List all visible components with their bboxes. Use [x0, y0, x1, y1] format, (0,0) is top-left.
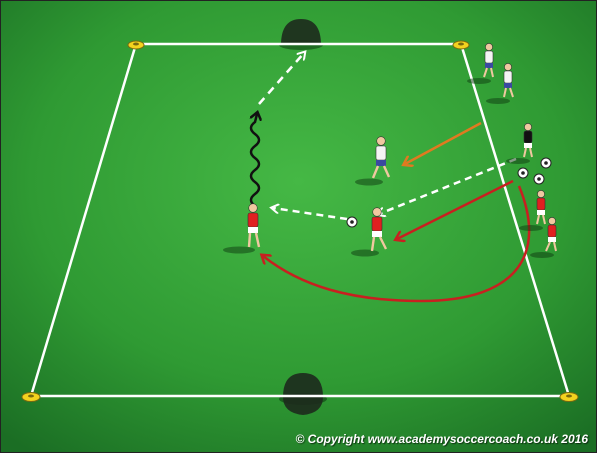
corner-cone-bottom-left — [22, 393, 40, 402]
corner-cone-top-left — [128, 41, 144, 49]
corner-cone-top-right — [453, 41, 469, 49]
copyright-text: © Copyright www.academysoccercoach.co.uk… — [295, 432, 588, 446]
ball-passer — [347, 217, 357, 227]
corner-cone-bottom-right — [560, 393, 578, 402]
